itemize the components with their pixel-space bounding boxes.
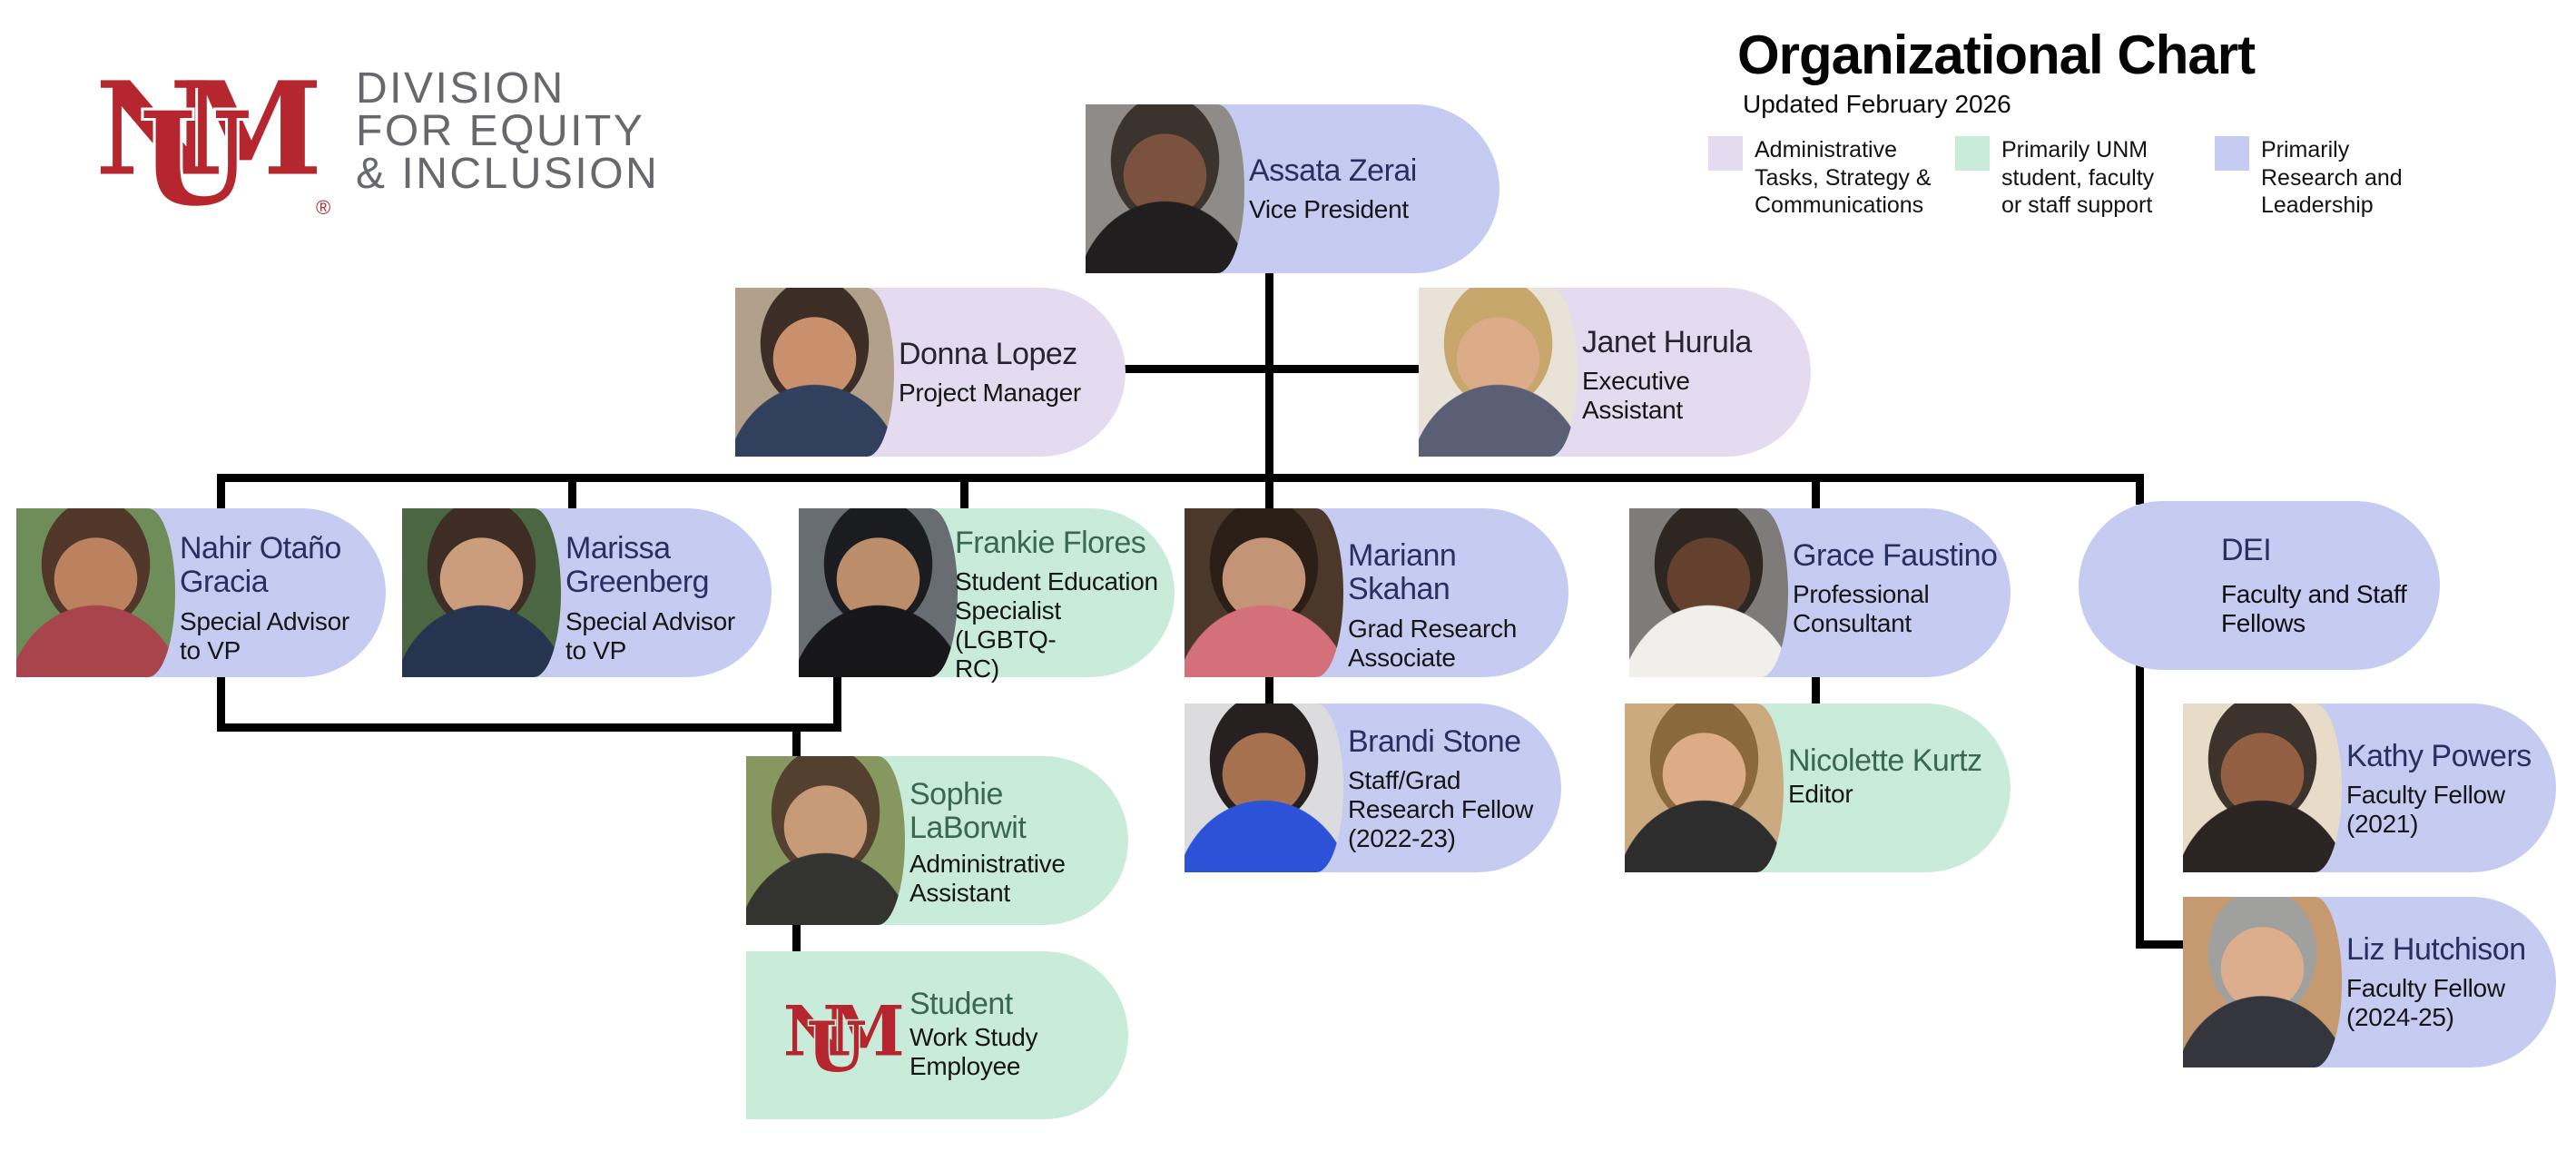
legend-label: Administrative Tasks, Strategy & Communi… (1755, 137, 1932, 218)
svg-text:M: M (829, 993, 905, 1071)
legend-swatch-research (2215, 136, 2249, 171)
photo-marissa-greenberg (402, 508, 561, 677)
org-card-marissa-greenberg: Marissa Greenberg Special Advisor to VP (402, 508, 772, 677)
connector-line (217, 675, 225, 732)
org-card-nahir-otano-gracia: Nahir Otaño Gracia Special Advisor to VP (16, 508, 386, 677)
person-name: Frankie Flores (955, 526, 1146, 560)
person-name: Mariann Skahan (1348, 538, 1457, 607)
org-card-nicolette-kurtz: Nicolette Kurtz Editor (1625, 703, 2011, 872)
person-name: Grace Faustino (1793, 538, 1998, 573)
unm-monogram-icon: N M U (95, 54, 323, 238)
person-title: Executive Assistant (1582, 367, 1690, 425)
role-title: Work Study Employee (909, 1023, 1038, 1081)
org-card-frankie-flores: Frankie Flores Student Education Special… (799, 508, 1175, 683)
person-title: Professional Consultant (1793, 580, 1930, 638)
connector-line (833, 675, 841, 730)
photo-mariann-skahan (1185, 508, 1343, 677)
legend-label: Primarily UNM student, faculty or staff … (2001, 137, 2155, 218)
photo-donna-lopez (735, 288, 894, 457)
connector-line (1265, 270, 1273, 513)
svg-text:M: M (181, 58, 323, 205)
photo-brandi-stone (1185, 703, 1343, 872)
photo-liz-hutchison (2183, 897, 2342, 1067)
legend-swatch-support (1955, 136, 1990, 171)
legend-item-admin: Administrative Tasks, Strategy & Communi… (1708, 136, 1932, 220)
person-name: Nahir Otaño Gracia (180, 531, 341, 600)
photo-nahir-otano-gracia (16, 508, 175, 677)
org-card-liz-hutchison: Liz Hutchison Faculty Fellow (2024-25) (2183, 897, 2556, 1067)
connector-line (2136, 940, 2190, 949)
person-title: Faculty Fellow (2024-25) (2346, 974, 2505, 1032)
legend-swatch-admin (1708, 136, 1743, 171)
group-name: DEI (2221, 533, 2272, 567)
org-card-student-work-study: N M U Student Work Study Employee (746, 951, 1128, 1119)
unm-logo: N M U ® (87, 54, 359, 238)
photo-sophie-laborwit (746, 756, 905, 925)
registered-mark-icon: ® (316, 196, 331, 219)
org-card-donna-lopez: Donna Lopez Project Manager (735, 288, 1126, 457)
person-name: Donna Lopez (899, 337, 1077, 371)
person-title: Vice President (1249, 195, 1409, 224)
org-card-janet-hurula: Janet Hurula Executive Assistant (1419, 288, 1811, 457)
connector-line (1812, 675, 1820, 710)
connector-line (960, 474, 968, 514)
person-name: Assata Zerai (1249, 153, 1417, 188)
photo-frankie-flores (799, 508, 958, 677)
group-title: Faculty and Staff Fellows (2221, 580, 2407, 638)
person-title: Student Education Specialist (LGBTQ- RC) (955, 567, 1158, 684)
person-title: Administrative Assistant (909, 849, 1066, 907)
unm-monogram-icon: N M U (783, 993, 905, 1074)
legend-item-research: Primarily Research and Leadership (2215, 136, 2403, 220)
photo-grace-faustino (1629, 508, 1788, 677)
person-name: Liz Hutchison (2346, 932, 2526, 967)
photo-janet-hurula (1419, 288, 1578, 457)
org-card-sophie-laborwit: Sophie LaBorwit Administrative Assistant (746, 756, 1128, 925)
photo-nicolette-kurtz (1625, 703, 1784, 872)
connector-line (217, 474, 2144, 482)
photo-kathy-powers (2183, 703, 2342, 872)
connector-line (1812, 474, 1820, 514)
person-title: Project Manager (899, 379, 1081, 408)
connector-line (1265, 675, 1273, 710)
role-name: Student (909, 987, 1013, 1021)
page-title: Organizational Chart (1737, 25, 2256, 85)
legend-item-support: Primarily UNM student, faculty or staff … (1955, 136, 2154, 220)
person-title: Grad Research Associate (1348, 614, 1517, 672)
person-name: Marissa Greenberg (565, 531, 710, 600)
connector-line (792, 723, 801, 762)
chart-header: Organizational Chart Updated February 20… (1737, 24, 2256, 119)
person-title: Editor (1788, 780, 1853, 809)
person-name: Janet Hurula (1582, 325, 1752, 359)
person-name: Kathy Powers (2346, 739, 2532, 773)
connector-line (217, 723, 841, 732)
org-card-assata-zerai: Assata Zerai Vice President (1086, 104, 1499, 273)
connector-line (1124, 365, 1423, 373)
photo-assata-zerai (1086, 104, 1244, 273)
division-name: DIVISION FOR EQUITY & INCLUSION (356, 64, 660, 199)
svg-text:U: U (140, 84, 251, 209)
connector-line (568, 474, 576, 514)
legend-label: Primarily Research and Leadership (2261, 137, 2403, 218)
person-title: Staff/Grad Research Fellow (2022-23) (1348, 766, 1534, 853)
connector-line (792, 919, 801, 957)
person-name: Brandi Stone (1348, 724, 1521, 759)
org-card-kathy-powers: Kathy Powers Faculty Fellow (2021) (2183, 703, 2556, 872)
person-title: Special Advisor to VP (565, 606, 735, 664)
org-card-grace-faustino: Grace Faustino Professional Consultant (1629, 508, 2011, 677)
person-title: Special Advisor to VP (180, 606, 349, 664)
svg-text:U: U (807, 1007, 867, 1074)
connector-line (2136, 663, 2144, 949)
connector-line (217, 474, 225, 514)
person-name: Nicolette Kurtz (1788, 743, 1982, 778)
person-title: Faculty Fellow (2021) (2346, 781, 2505, 839)
person-name: Sophie LaBorwit (909, 777, 1027, 846)
connector-line (2136, 474, 2144, 505)
svg-text:N: N (95, 58, 212, 205)
org-card-dei-fellows: DEI Faculty and Staff Fellows (2079, 501, 2440, 670)
svg-text:N: N (783, 993, 846, 1071)
page-subtitle: Updated February 2026 (1743, 90, 2011, 118)
org-card-brandi-stone: Brandi Stone Staff/Grad Research Fellow … (1185, 703, 1561, 872)
org-card-mariann-skahan: Mariann Skahan Grad Research Associate (1185, 508, 1568, 677)
